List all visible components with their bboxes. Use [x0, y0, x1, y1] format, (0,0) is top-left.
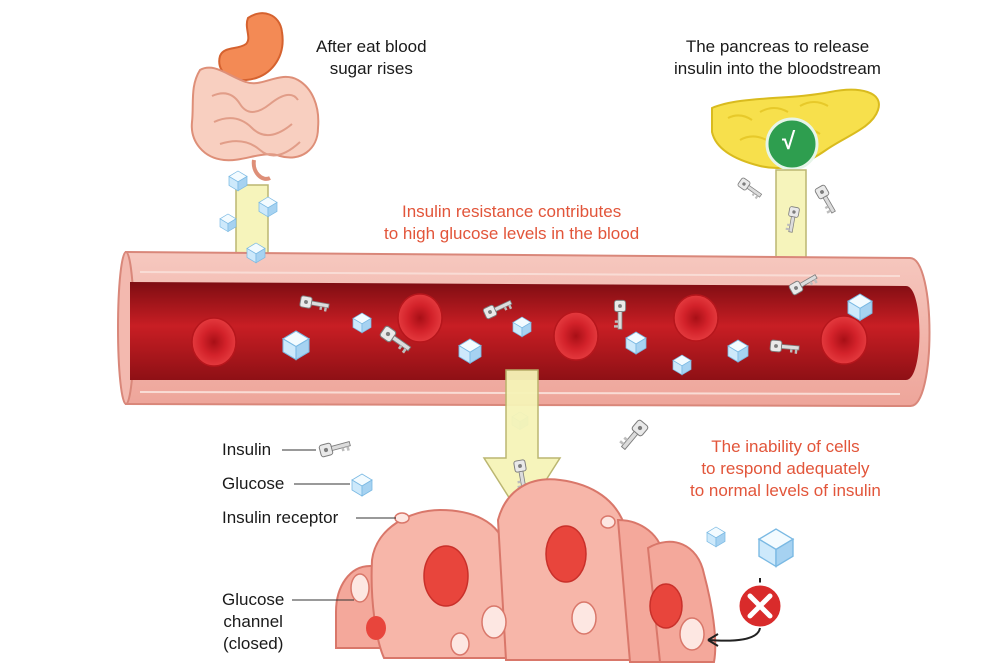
legend-channel-line-2: channel	[223, 612, 283, 631]
legend-channel-line-1: Glucose	[222, 590, 285, 609]
legend-channel-line-3: (closed)	[222, 634, 284, 653]
legend-insulin-receptor: Insulin receptor	[222, 508, 339, 527]
resistance-line-2: to high glucose levels in the blood	[384, 224, 640, 243]
check-icon	[765, 117, 819, 171]
cross-icon	[707, 578, 784, 647]
legend-glucose: Glucose	[222, 474, 285, 493]
legend-insulin: Insulin	[222, 440, 272, 459]
pancreas-line-1: The pancreas to release	[685, 37, 870, 56]
inability-label: The inability of cells to respond adequa…	[690, 436, 881, 502]
inability-line-1: The inability of cells	[711, 437, 860, 456]
pancreas-label: The pancreas to release insulin into the…	[674, 36, 881, 80]
inability-line-3: to normal levels of insulin	[690, 481, 881, 500]
after-eat-line-1: After eat blood	[316, 37, 427, 56]
after-eat-line-2: sugar rises	[329, 59, 413, 78]
body-cells	[335, 478, 717, 663]
check-symbol: √	[782, 128, 796, 155]
legend-leader-lines	[282, 449, 396, 601]
resistance-line-1: Insulin resistance contributes	[401, 202, 622, 221]
after-eat-label: After eat blood sugar rises	[316, 36, 427, 80]
legend-cube-icon	[351, 473, 373, 497]
pancreas-line-2: insulin into the bloodstream	[674, 59, 881, 78]
resistance-label: Insulin resistance contributes to high g…	[384, 201, 639, 245]
inability-line-2: to respond adequately	[701, 459, 870, 478]
red-blood-cells	[191, 293, 868, 367]
legend-key-icon	[318, 437, 352, 459]
stomach-intestine-illustration	[190, 12, 320, 181]
legend-glucose-channel: Glucose channel (closed)	[222, 589, 284, 655]
